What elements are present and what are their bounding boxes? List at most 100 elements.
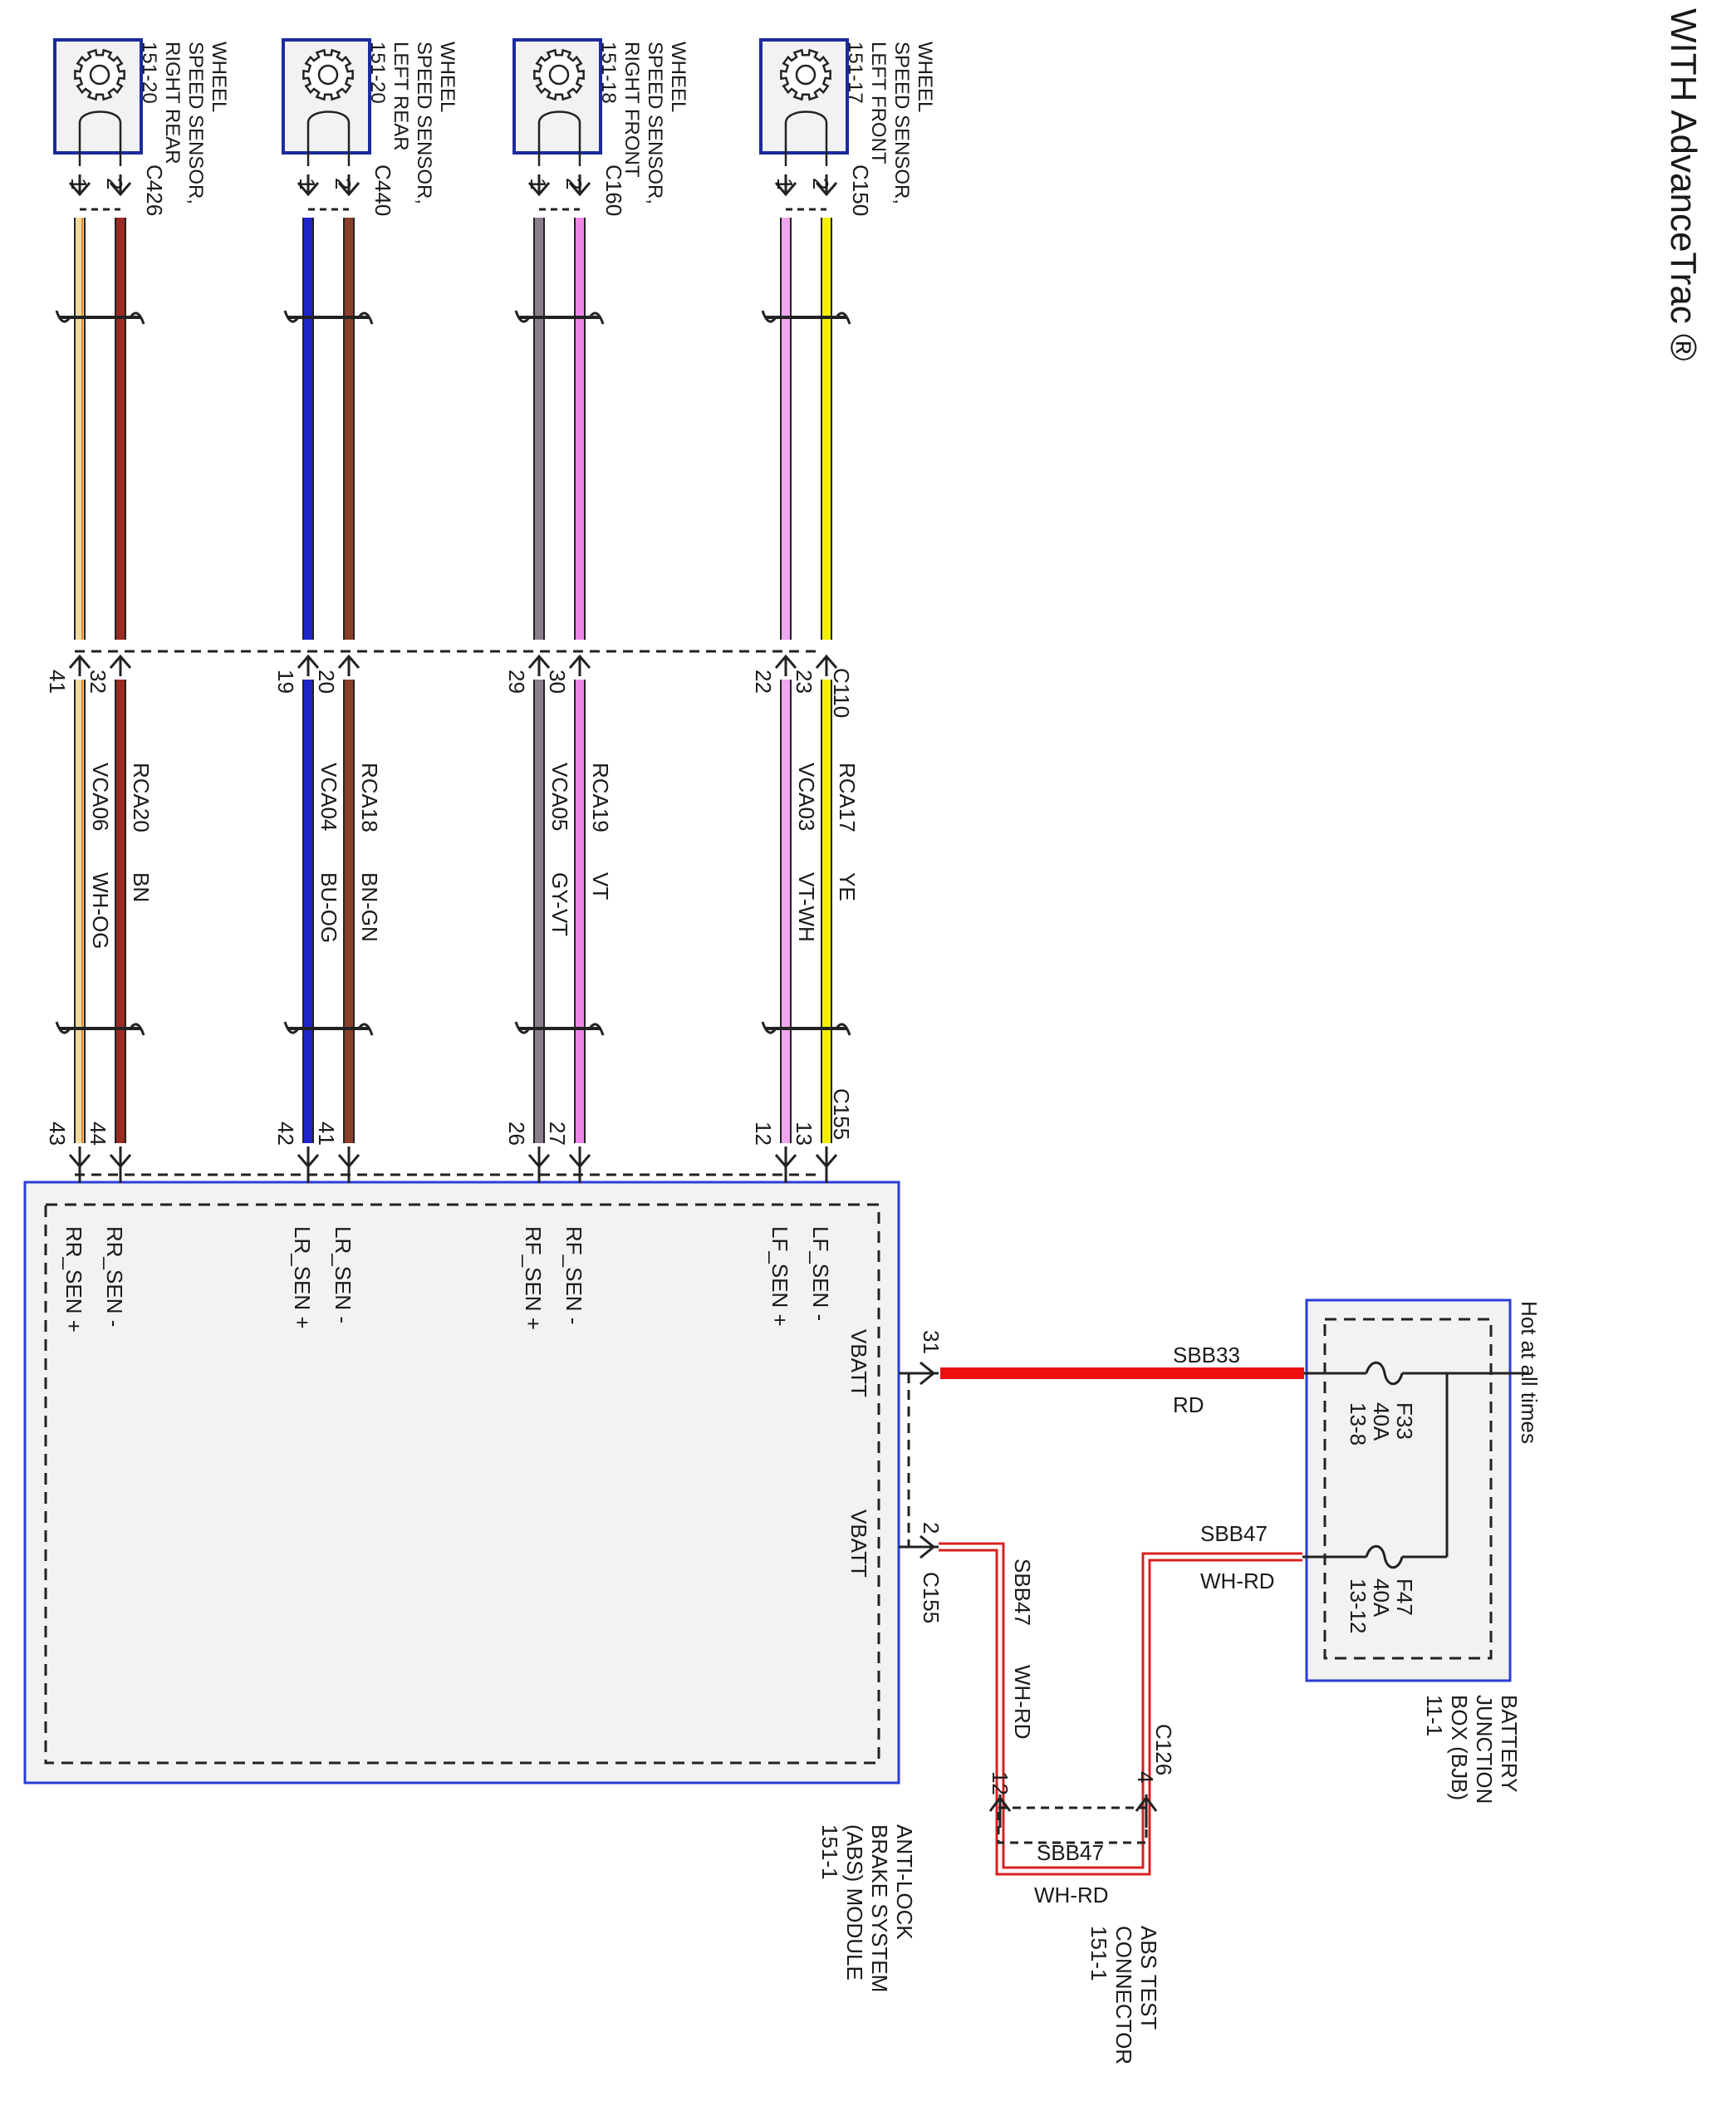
- sensor-label-line: 151-20: [366, 42, 389, 104]
- sensor-pin-b-terminal: [109, 174, 132, 197]
- bjb-box: [1305, 1299, 1512, 1682]
- c155-pin-a-terminal: [68, 1146, 91, 1169]
- svg-text:CONNECTOR: CONNECTOR: [1111, 1926, 1136, 2064]
- c110-pin-a-terminal: [774, 654, 797, 676]
- wire-sbb47-color-2: WH-RD: [1200, 1569, 1275, 1593]
- c110-pin-a-number: 19: [273, 670, 298, 694]
- c155-pin-b-number: 27: [545, 1122, 570, 1146]
- wire-sbb47-route: [939, 1542, 1302, 1876]
- sensor-pin-b-terminal: [337, 174, 360, 197]
- svg-text:JUNCTION: JUNCTION: [1472, 1695, 1497, 1804]
- svg-text:F47: F47: [1392, 1578, 1417, 1616]
- twisted-pair-marker: [283, 1021, 374, 1036]
- inline-c110-label: C110: [829, 668, 854, 718]
- c110-pin-a-terminal: [68, 654, 91, 676]
- c110-pin-a-number: 22: [751, 670, 776, 694]
- sensor-pin-a-terminal: [297, 174, 320, 197]
- wire-b-color-code: BN: [129, 872, 154, 902]
- bjb-bus: [1302, 1372, 1528, 1559]
- pin-rf-sen-plus: RF_SEN +: [521, 1226, 546, 1330]
- sensor-label-line: RIGHT REAR: [161, 42, 184, 164]
- pin-lf-sen-plus: LF_SEN +: [767, 1226, 792, 1327]
- sensor-pin-a-number: 1: [772, 178, 797, 189]
- vbatt-31-terminal: [899, 1361, 939, 1386]
- wire-sbb33-circuit: SBB33: [1173, 1343, 1240, 1367]
- wire-b-color-code: BN-GN: [357, 872, 382, 942]
- twisted-pair-marker: [514, 1021, 605, 1036]
- svg-text:(ABS) MODULE: (ABS) MODULE: [842, 1824, 867, 1981]
- svg-text:F33: F33: [1392, 1402, 1417, 1440]
- sensor-coil-icon: [537, 110, 581, 166]
- abs-module-box: [23, 1181, 900, 1785]
- vbatt-2-connector: C155: [919, 1572, 944, 1623]
- c155-pin-b-terminal: [815, 1146, 838, 1169]
- svg-text:13-12: 13-12: [1346, 1578, 1371, 1634]
- sensor-coil-icon: [78, 110, 122, 166]
- wire-a-color-code: VT-WH: [794, 872, 819, 942]
- sensor-label-line: WHEEL: [667, 42, 689, 112]
- pin-vbatt-1: VBATT: [846, 1329, 871, 1397]
- sensor-pin-b-number: 2: [808, 178, 833, 189]
- c155-pin-a-number: 26: [504, 1122, 529, 1146]
- sensor-label-line: WHEEL: [208, 42, 230, 112]
- sensor-connector-id: C440: [370, 164, 395, 216]
- sensor-coil-icon: [784, 110, 828, 166]
- sensor-label-line: 151-17: [844, 42, 866, 104]
- sensor-pin-a-terminal: [527, 174, 551, 197]
- svg-text:13-8: 13-8: [1346, 1402, 1371, 1446]
- wire-b-circuit: RCA20: [129, 763, 154, 832]
- pin-rr-sen-minus: RR_SEN -: [102, 1226, 127, 1327]
- abs-test-connector-id: C126: [1151, 1724, 1176, 1775]
- pin-lf-sen-minus: LF_SEN -: [808, 1226, 833, 1321]
- c110-pin-a-terminal: [297, 654, 320, 676]
- svg-text:151-1: 151-1: [817, 1824, 842, 1880]
- sensor-label-line: WHEEL: [914, 42, 936, 112]
- svg-text:BRAKE SYSTEM: BRAKE SYSTEM: [867, 1824, 892, 1992]
- c155-pin-b-number: 41: [314, 1122, 339, 1146]
- svg-text:40A: 40A: [1369, 1578, 1394, 1618]
- abs-test-connector-label: ABS TEST CONNECTOR 151-1: [1086, 1926, 1161, 2064]
- abs-test-sbb47: SBB47: [1037, 1840, 1104, 1865]
- sensor-gear-icon: [302, 48, 354, 101]
- wire-sbb47-color-1: WH-RD: [1010, 1665, 1035, 1740]
- sensor-gear-icon: [533, 48, 585, 101]
- abs-module-label: ANTI-LOCK BRAKE SYSTEM (ABS) MODULE 151-…: [817, 1824, 917, 1992]
- wire-b-color-code: YE: [835, 872, 860, 901]
- sensor-pin-b-terminal: [568, 174, 591, 197]
- svg-text:40A: 40A: [1369, 1402, 1394, 1441]
- c155-pin-a-number: 42: [273, 1122, 298, 1146]
- bjb-inner-dashed: [1323, 1318, 1493, 1660]
- c110-pin-b-terminal: [337, 654, 360, 676]
- c155-pin-a-number: 12: [751, 1122, 776, 1146]
- c110-pin-b-number: 30: [545, 670, 570, 694]
- wire-b-circuit: RCA17: [835, 763, 860, 832]
- c155-pin-a-terminal: [297, 1146, 320, 1169]
- c110-pin-a-number: 29: [504, 670, 529, 694]
- diagram-title: WITH AdvanceTrac ®: [1663, 8, 1704, 361]
- wire-b-color-code: VT: [588, 872, 613, 900]
- sensor-label-line: LEFT FRONT: [867, 42, 890, 164]
- pin-vbatt-2: VBATT: [846, 1510, 871, 1578]
- wire-sbb47-circuit-2: SBB47: [1200, 1521, 1268, 1546]
- twisted-pair-marker: [761, 1021, 851, 1036]
- sensor-pin-a-terminal: [68, 174, 91, 197]
- sensor-label-line: SPEED SENSOR,: [184, 42, 207, 204]
- abs-test-whrd: WH-RD: [1034, 1883, 1109, 1907]
- c110-pin-b-number: 23: [792, 670, 817, 694]
- wire-b-circuit: RCA19: [588, 763, 613, 832]
- c155-pin-a-terminal: [774, 1146, 797, 1169]
- c110-pin-b-number: 32: [86, 670, 110, 694]
- sensor-label-line: LEFT REAR: [390, 42, 412, 151]
- sensor-label-line: SPEED SENSOR,: [413, 42, 435, 204]
- abs-test-pin-4: [1135, 1794, 1158, 1828]
- vbatt-31-pin: 31: [919, 1330, 944, 1354]
- sensor-pin-a-number: 1: [295, 178, 320, 189]
- bjb-hot-label: Hot at all times: [1517, 1301, 1542, 1444]
- twisted-pair-marker: [761, 310, 851, 325]
- wire-sbb33-color: RD: [1173, 1392, 1204, 1417]
- sensor-label-line: WHEEL: [436, 42, 459, 112]
- sensor-connector-id: C426: [142, 164, 167, 216]
- sensor-label-line: SPEED SENSOR,: [644, 42, 666, 204]
